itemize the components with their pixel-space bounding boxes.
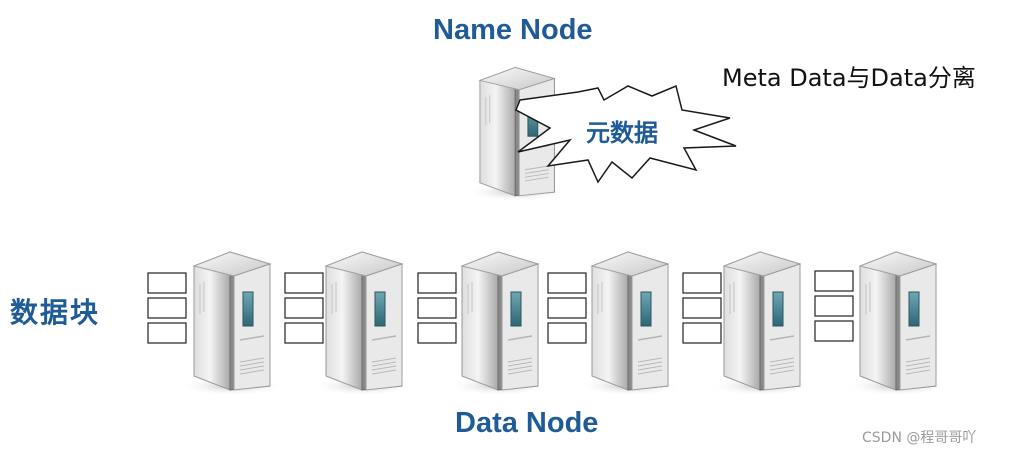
watermark: CSDN @程哥哥吖 xyxy=(862,430,977,446)
data-block-stack xyxy=(417,272,457,344)
data-blocks-label: 数据块 xyxy=(10,296,101,329)
data-node-server xyxy=(845,251,951,397)
data-node-6 xyxy=(814,251,951,397)
data-node-3 xyxy=(417,251,553,397)
data-block-stack xyxy=(547,272,587,344)
data-node-server xyxy=(577,251,683,397)
data-block-stack xyxy=(284,272,324,344)
data-block-stack xyxy=(814,270,854,342)
data-node-server xyxy=(311,251,417,397)
data-block-stack xyxy=(147,272,187,344)
data-node-2 xyxy=(284,251,417,397)
data-block-stack xyxy=(682,272,722,344)
data-node-5 xyxy=(682,251,815,397)
data-node-4 xyxy=(547,251,683,397)
data-node-server xyxy=(179,251,285,397)
data-node-title: Data Node xyxy=(455,407,599,439)
metadata-burst-label: 元数据 xyxy=(586,118,658,147)
metadata-burst: 元数据 xyxy=(515,84,737,184)
data-node-server xyxy=(709,251,815,397)
name-node-title: Name Node xyxy=(433,14,593,46)
data-node-server xyxy=(447,251,553,397)
meta-data-separation-note: Meta Data与Data分离 xyxy=(722,64,976,92)
data-node-1 xyxy=(147,251,285,397)
